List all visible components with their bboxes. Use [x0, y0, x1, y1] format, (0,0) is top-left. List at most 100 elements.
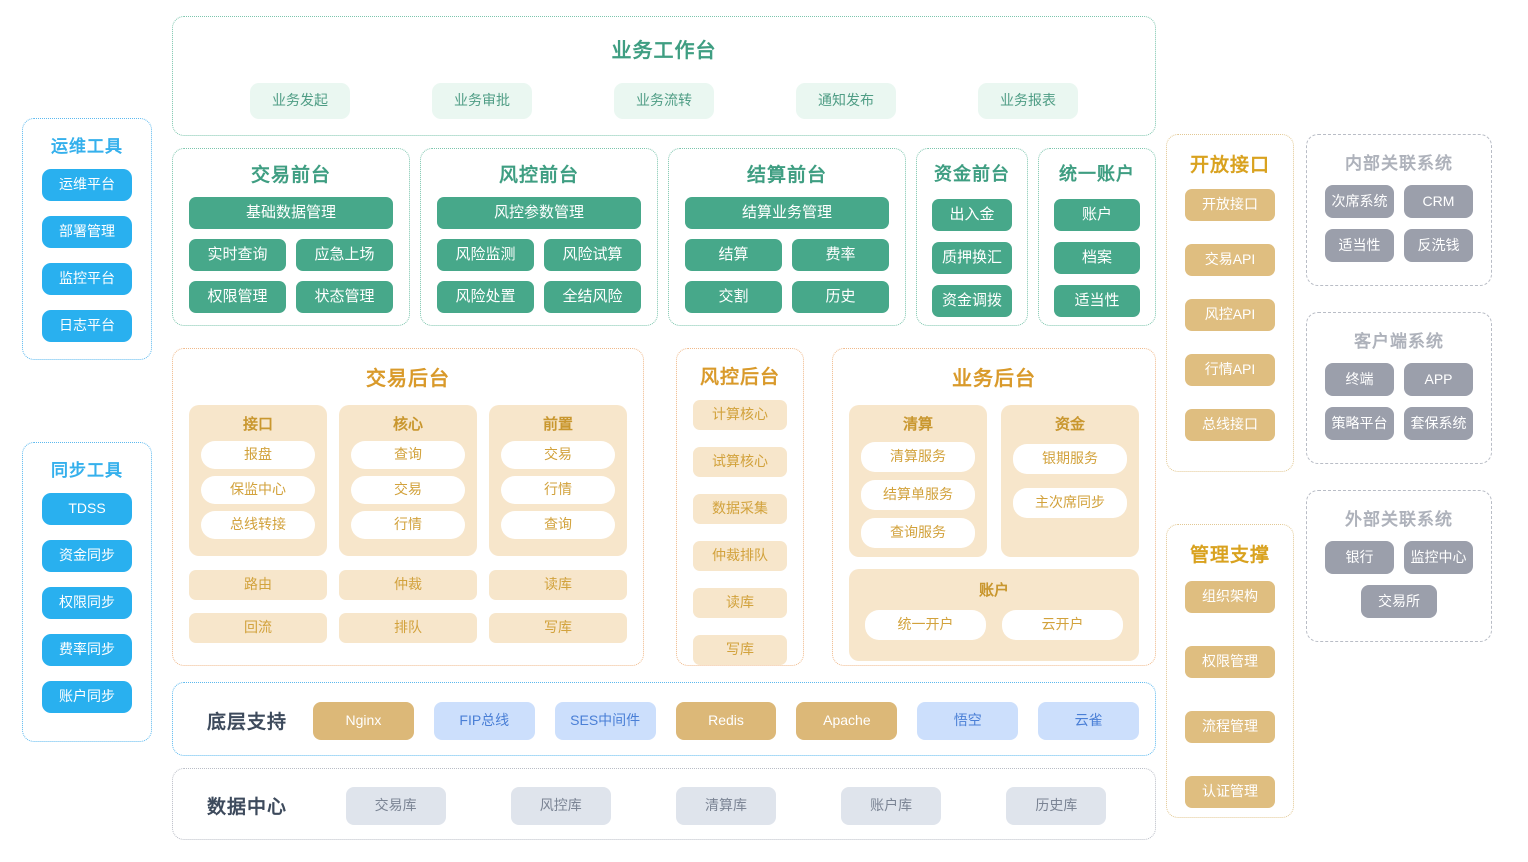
ops-tool-item[interactable]: 日志平台 [42, 310, 132, 342]
data-center-item[interactable]: 清算库 [675, 787, 776, 825]
trade-backend-extra-item[interactable]: 排队 [339, 613, 477, 643]
base-support-item[interactable]: 悟空 [917, 702, 1019, 740]
trade-backend-group-item[interactable]: 行情 [501, 476, 615, 504]
workbench-item[interactable]: 业务审批 [432, 83, 532, 119]
client-system-item[interactable]: 策略平台 [1325, 407, 1394, 440]
fund-frontend-item[interactable]: 质押换汇 [932, 242, 1012, 274]
unified-account-item[interactable]: 档案 [1054, 242, 1140, 274]
frontend-item[interactable]: 权限管理 [189, 281, 286, 313]
trade-backend-group-item[interactable]: 交易 [501, 441, 615, 469]
internal-system-item[interactable]: CRM [1404, 185, 1473, 218]
open-api-item[interactable]: 交易API [1185, 244, 1275, 276]
fund-frontend-item[interactable]: 资金调拨 [932, 285, 1012, 317]
risk-backend-item[interactable]: 写库 [693, 635, 787, 665]
base-support-item[interactable]: SES中间件 [554, 702, 656, 740]
frontend-item[interactable]: 全结风险 [544, 281, 641, 313]
biz-backend-group-item[interactable]: 银期服务 [1013, 444, 1127, 474]
workbench-item[interactable]: 业务流转 [614, 83, 714, 119]
sync-tool-item[interactable]: 费率同步 [42, 634, 132, 666]
management-item[interactable]: 组织架构 [1185, 581, 1275, 613]
internal-system-item[interactable]: 反洗钱 [1404, 229, 1473, 262]
external-system-item[interactable]: 监控中心 [1404, 541, 1473, 574]
external-system-item[interactable]: 交易所 [1361, 585, 1437, 618]
client-system-item[interactable]: APP [1404, 363, 1473, 396]
base-support-item[interactable]: FIP总线 [433, 702, 535, 740]
workbench-item[interactable]: 业务报表 [978, 83, 1078, 119]
trade-backend-group-item[interactable]: 查询 [501, 511, 615, 539]
frontend-item[interactable]: 风险处置 [437, 281, 534, 313]
data-center-item[interactable]: 交易库 [345, 787, 446, 825]
unified-account-item[interactable]: 账户 [1054, 199, 1140, 231]
risk-backend-item[interactable]: 读库 [693, 588, 787, 618]
management-item[interactable]: 认证管理 [1185, 776, 1275, 808]
open-api-item[interactable]: 行情API [1185, 354, 1275, 386]
frontend-item[interactable]: 历史 [792, 281, 889, 313]
biz-backend-group-item[interactable]: 主次席同步 [1013, 488, 1127, 518]
trade-backend-group-item[interactable]: 总线转接 [201, 511, 315, 539]
frontend-item[interactable]: 实时查询 [189, 239, 286, 271]
trade-backend-group-item[interactable]: 保监中心 [201, 476, 315, 504]
ops-tools-items: 运维平台部署管理监控平台日志平台 [23, 169, 151, 342]
workbench-item[interactable]: 业务发起 [250, 83, 350, 119]
open-api-item[interactable]: 风控API [1185, 299, 1275, 331]
trade-backend-group-item[interactable]: 报盘 [201, 441, 315, 469]
biz-backend-group-item[interactable]: 结算单服务 [861, 480, 975, 510]
workbench-item[interactable]: 通知发布 [796, 83, 896, 119]
ops-tools-panel: 运维工具 运维平台部署管理监控平台日志平台 [22, 118, 152, 360]
external-system-item[interactable]: 银行 [1325, 541, 1394, 574]
sync-tool-item[interactable]: 账户同步 [42, 681, 132, 713]
frontend-item[interactable]: 应急上场 [296, 239, 393, 271]
ops-tool-item[interactable]: 部署管理 [42, 216, 132, 248]
open-api-items: 开放接口交易API 风控API 行情API 总线接口 [1167, 189, 1293, 441]
internal-system-item-row: 适当性反洗钱 [1325, 229, 1473, 262]
trade-backend-group-item[interactable]: 查询 [351, 441, 465, 469]
frontend-wide-item[interactable]: 基础数据管理 [189, 197, 393, 229]
open-api-item[interactable]: 总线接口 [1185, 409, 1275, 441]
frontend-item[interactable]: 交割 [685, 281, 782, 313]
sync-tool-item[interactable]: TDSS [42, 493, 132, 525]
frontend-item[interactable]: 风险监测 [437, 239, 534, 271]
frontend-item[interactable]: 风险试算 [544, 239, 641, 271]
frontend-wide-item[interactable]: 风控参数管理 [437, 197, 641, 229]
client-system-item[interactable]: 套保系统 [1404, 407, 1473, 440]
trade-backend-extra-item[interactable]: 回流 [189, 613, 327, 643]
biz-backend-group-item[interactable]: 清算服务 [861, 442, 975, 472]
risk-backend-item[interactable]: 仲裁排队 [693, 541, 787, 571]
data-center-item[interactable]: 账户库 [841, 787, 942, 825]
trade-backend-extra-item[interactable]: 读库 [489, 570, 627, 600]
risk-backend-item[interactable]: 数据采集 [693, 494, 787, 524]
trade-backend-extra-item[interactable]: 路由 [189, 570, 327, 600]
trade-backend-extra-item[interactable]: 写库 [489, 613, 627, 643]
internal-system-item[interactable]: 适当性 [1325, 229, 1394, 262]
ops-tool-item[interactable]: 监控平台 [42, 263, 132, 295]
ops-tool-item[interactable]: 运维平台 [42, 169, 132, 201]
risk-backend-item[interactable]: 试算核心 [693, 447, 787, 477]
frontend-item[interactable]: 状态管理 [296, 281, 393, 313]
fund-frontend-item[interactable]: 出入金 [932, 199, 1012, 231]
base-support-item[interactable]: Redis [675, 702, 777, 740]
open-api-item[interactable]: 开放接口 [1185, 189, 1275, 221]
base-support-item[interactable]: Nginx [313, 702, 414, 740]
unified-account-item[interactable]: 适当性 [1054, 285, 1140, 317]
trade-backend-group-item[interactable]: 交易 [351, 476, 465, 504]
frontend-item[interactable]: 结算 [685, 239, 782, 271]
management-item[interactable]: 权限管理 [1185, 646, 1275, 678]
client-system-item[interactable]: 终端 [1325, 363, 1394, 396]
biz-backend-account-item[interactable]: 统一开户 [865, 610, 986, 640]
management-item[interactable]: 流程管理 [1185, 711, 1275, 743]
sync-tool-item[interactable]: 资金同步 [42, 540, 132, 572]
biz-backend-group-item[interactable]: 查询服务 [861, 518, 975, 548]
data-center-item[interactable]: 历史库 [1006, 787, 1107, 825]
risk-backend-item[interactable]: 计算核心 [693, 400, 787, 430]
biz-backend-account-item[interactable]: 云开户 [1002, 610, 1123, 640]
trade-backend-extra-item[interactable]: 仲裁 [339, 570, 477, 600]
base-support-item[interactable]: Apache [796, 702, 898, 740]
trade-backend-group-item[interactable]: 行情 [351, 511, 465, 539]
data-center-item[interactable]: 风控库 [510, 787, 611, 825]
internal-system-item[interactable]: 次席系统 [1325, 185, 1394, 218]
frontend-wide-item[interactable]: 结算业务管理 [685, 197, 889, 229]
frontend-item[interactable]: 费率 [792, 239, 889, 271]
sync-tool-item[interactable]: 权限同步 [42, 587, 132, 619]
base-support-item[interactable]: 云雀 [1038, 702, 1140, 740]
